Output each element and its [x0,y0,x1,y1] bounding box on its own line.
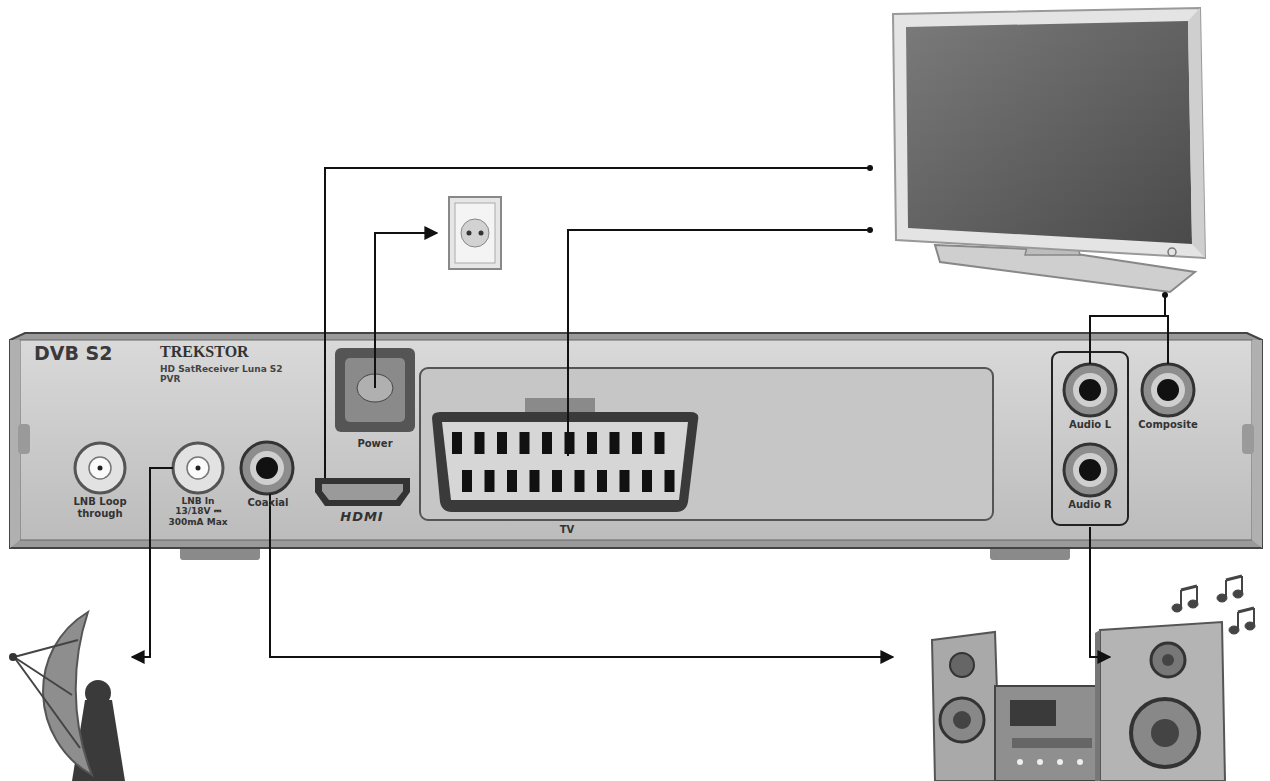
wall-socket [449,197,501,269]
music-notes [1172,576,1255,634]
scart-pin [507,470,517,492]
port-label: Power [357,438,392,450]
scart-pin [520,432,530,454]
wires [132,168,1168,657]
tv-audio-wire [1164,296,1166,316]
standard-logo: DVB S2 [34,343,112,365]
hdmi-port [315,478,410,506]
scart-pin [620,470,630,492]
receiver-panel: DVB S2 TREKSTOR HD SatReceiver Luna S2 PVR… [10,333,1262,548]
port-label: Audio R [1068,499,1112,511]
rca-jack [241,352,1194,525]
port-label: LNB Loop through [64,496,136,519]
port-label-box: Coaxial [245,497,290,509]
scart-pin [632,432,642,454]
audio-composite-wire [1090,316,1168,364]
coaxial-wire [270,494,893,657]
stereo-speakers [932,622,1225,781]
power-wire [375,233,437,388]
port-label-box: TV [558,524,577,536]
receiver-housing [10,333,1262,560]
audio-wire [1090,527,1110,657]
port-label: TV [560,524,575,536]
scart-connector [420,368,993,520]
brand-name: TREKSTOR [160,343,249,361]
scart-pin [485,470,495,492]
lnb-wire [132,468,173,657]
scart-wire [568,230,868,456]
model-name: HD SatReceiver Luna S2 PVR [160,364,290,385]
port-label-box: LNB In 13/18V ⎓ 300mA Max [166,496,230,527]
port-label-box: Audio R [1066,499,1114,511]
port-label: LNB In 13/18V ⎓ 300mA Max [168,496,228,527]
scart-pin [642,470,652,492]
scart-pin [587,432,597,454]
scart-pin [452,432,462,454]
port-label-box: HDMI [338,510,385,525]
tv-monitor [893,8,1205,292]
satellite-dish [9,612,125,781]
scart-pin [665,470,675,492]
port-label-box: Composite [1136,419,1200,431]
scart-pin [552,470,562,492]
scart-pin [475,432,485,454]
scart-pin [610,432,620,454]
port-label-box: Audio L [1067,419,1113,431]
scart-pin [542,432,552,454]
port-label-box: Power [355,438,394,450]
scart-pin [597,470,607,492]
scart-pin [530,470,540,492]
scart-pin [575,470,585,492]
port-label: Composite [1138,419,1198,431]
scart-pin [655,432,665,454]
port-label: Coaxial [247,497,288,509]
hdmi-wire [325,168,868,478]
port-label: Audio L [1069,419,1111,431]
wire-ends [867,165,1168,298]
port-label: HDMI [340,510,383,525]
scart-pin [497,432,507,454]
scart-pin [462,470,472,492]
port-label-box: LNB Loop through [62,496,138,519]
scart-pin [565,432,575,454]
